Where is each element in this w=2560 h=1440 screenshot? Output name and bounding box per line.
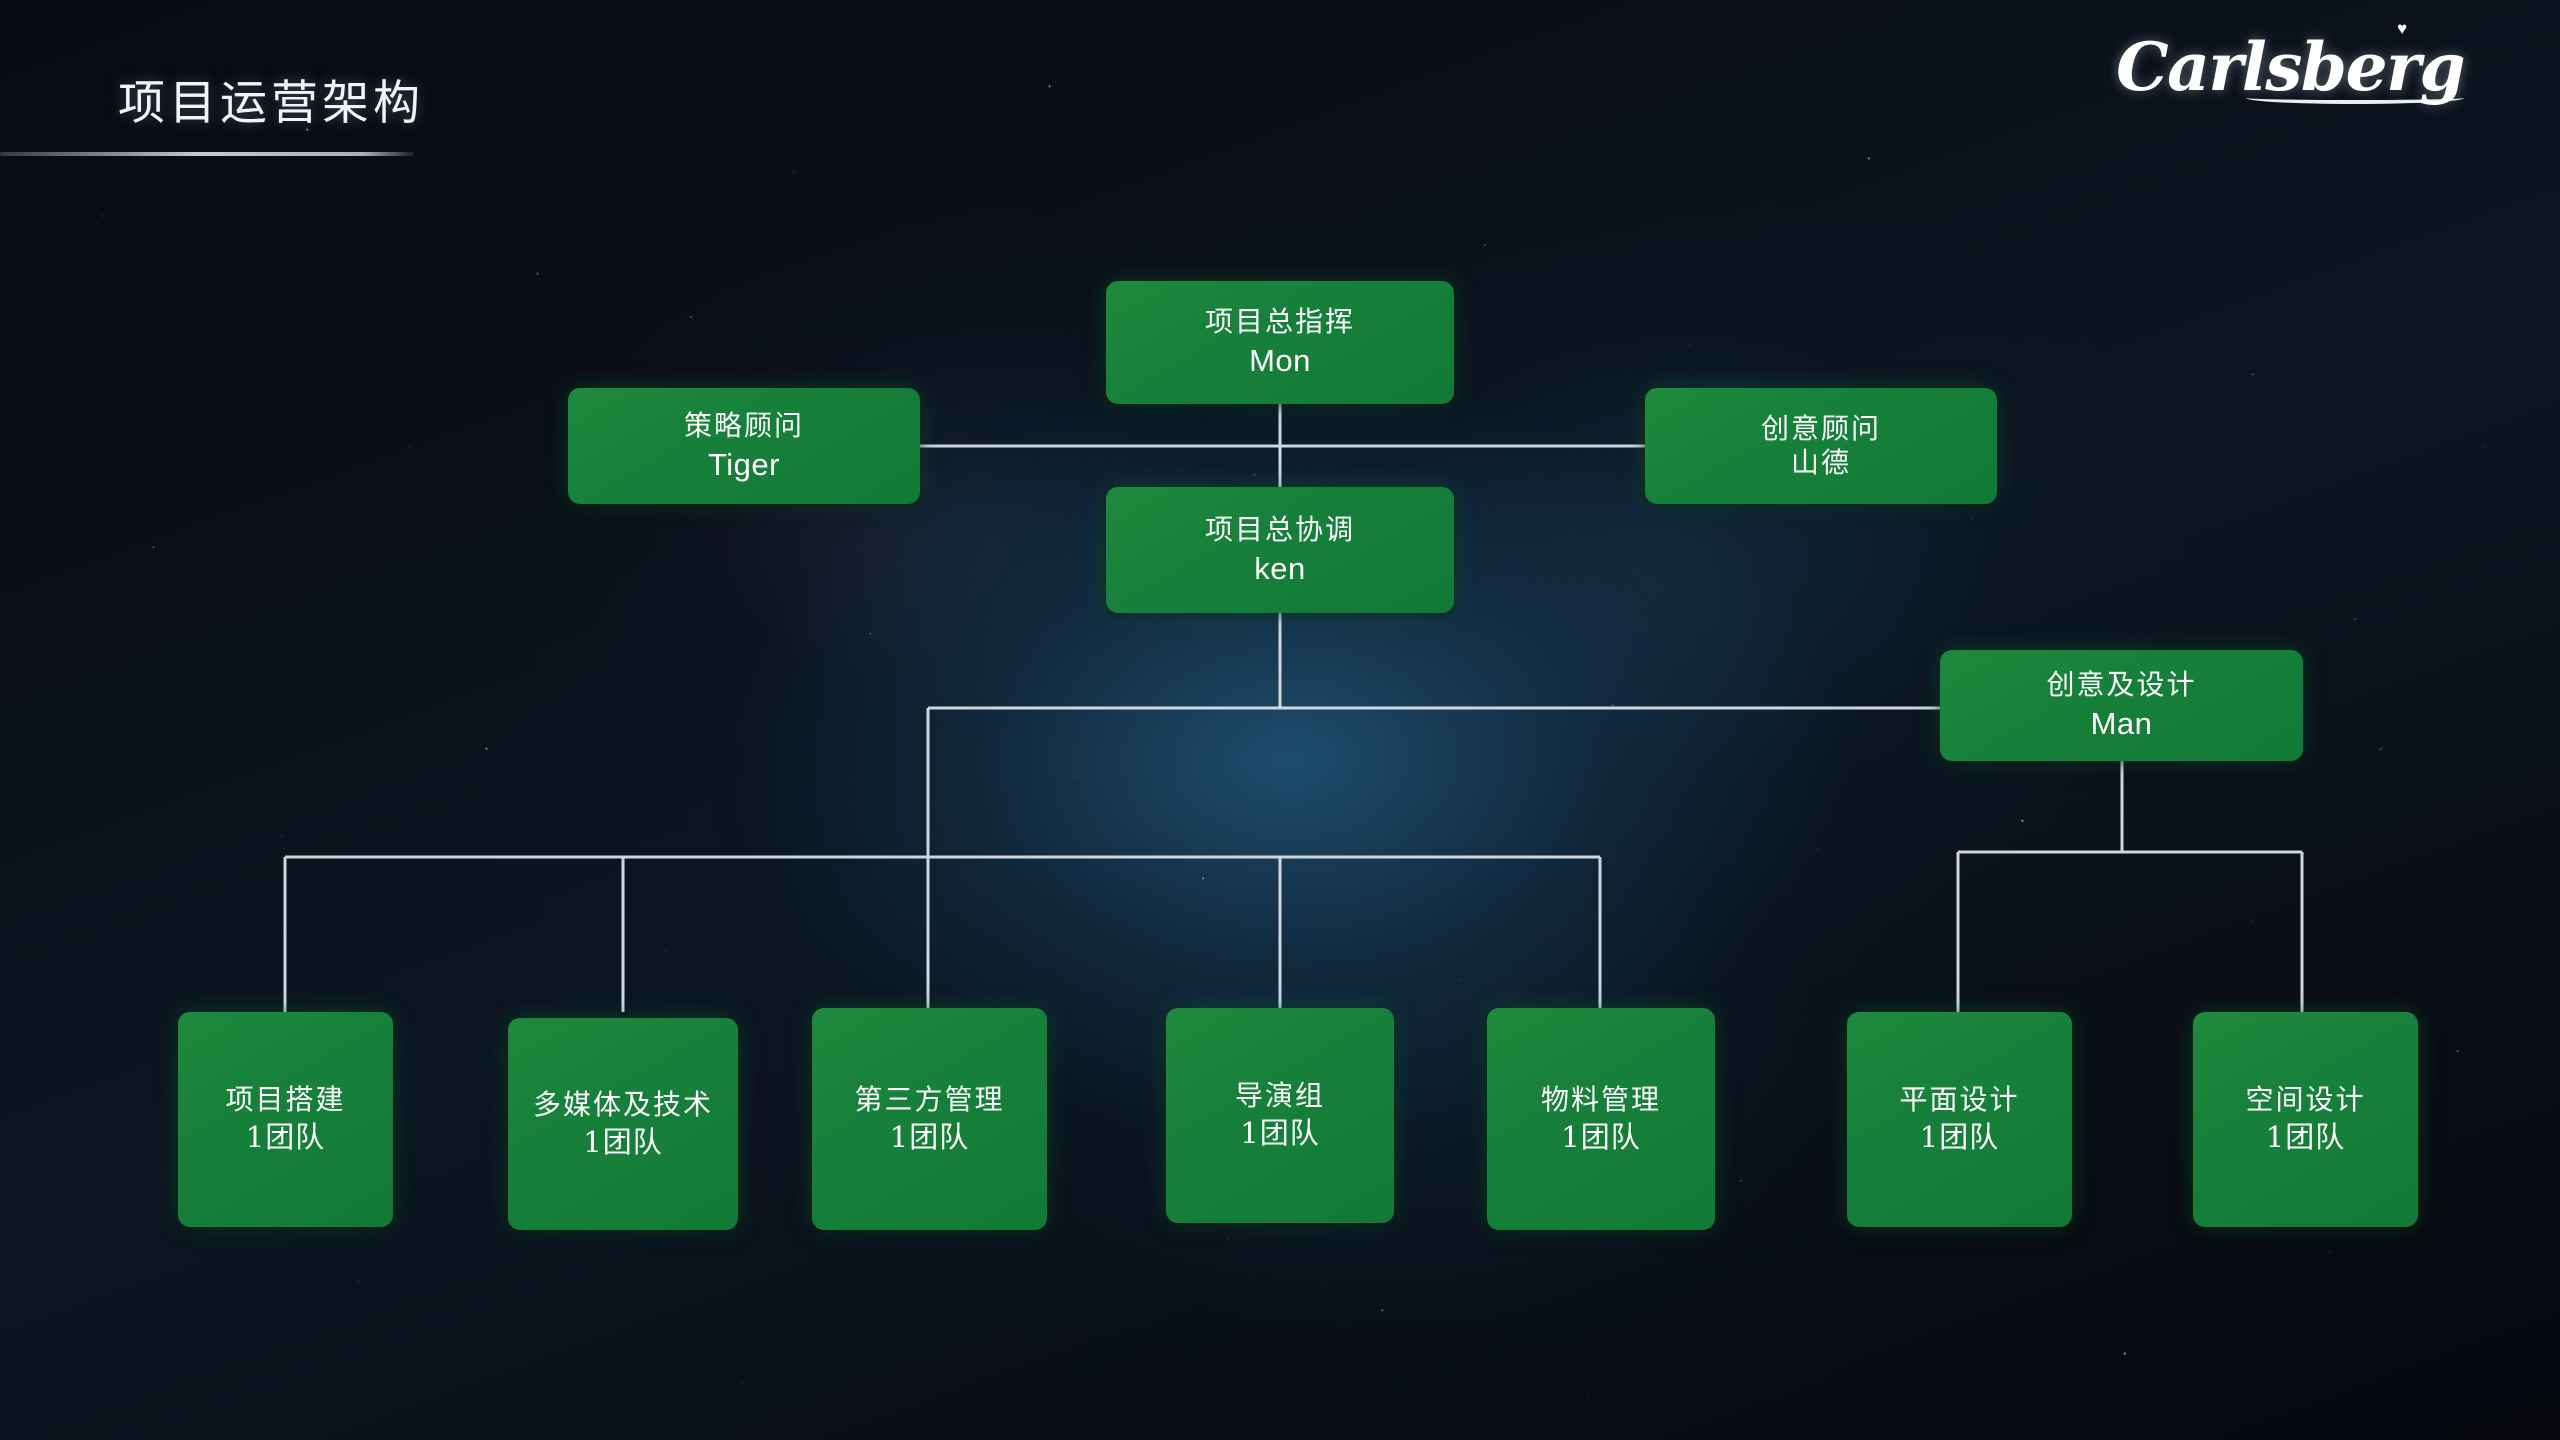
node-ops-team-5[interactable]: 物料管理 1团队 <box>1487 1008 1715 1230</box>
node-commander-person: Mon <box>1249 343 1311 379</box>
node-creative-advisor-role: 创意顾问 <box>1760 411 1881 445</box>
node-coordinator-person: ken <box>1254 550 1306 586</box>
node-creative-design-lead-person: Man <box>2090 706 2153 742</box>
node-design-team-2-person: 1团队 <box>2265 1120 2346 1155</box>
logo-hop-leaf-icon: ♥ <box>2397 19 2408 38</box>
node-design-team-1-person: 1团队 <box>1919 1120 2000 1155</box>
node-ops-team-1-role: 项目搭建 <box>225 1083 346 1117</box>
logo-swash-icon <box>2246 92 2464 104</box>
node-ops-team-4[interactable]: 导演组 1团队 <box>1166 1008 1394 1223</box>
node-ops-team-3[interactable]: 第三方管理 1团队 <box>812 1008 1047 1230</box>
node-strategy-advisor-person: Tiger <box>708 446 780 482</box>
node-ops-team-1[interactable]: 项目搭建 1团队 <box>178 1012 393 1227</box>
node-creative-advisor-person: 山德 <box>1790 446 1851 479</box>
node-design-team-2[interactable]: 空间设计 1团队 <box>2193 1012 2418 1227</box>
node-creative-design-lead-role: 创意及设计 <box>2046 668 2197 702</box>
node-coordinator-role: 项目总协调 <box>1204 512 1355 546</box>
node-strategy-advisor[interactable]: 策略顾问 Tiger <box>568 388 920 504</box>
node-commander-role: 项目总指挥 <box>1204 305 1355 339</box>
node-ops-team-4-role: 导演组 <box>1234 1079 1325 1113</box>
node-strategy-advisor-role: 策略顾问 <box>683 408 804 442</box>
node-ops-team-3-role: 第三方管理 <box>854 1082 1005 1116</box>
node-commander[interactable]: 项目总指挥 Mon <box>1106 281 1454 404</box>
node-design-team-1-role: 平面设计 <box>1899 1083 2020 1117</box>
node-ops-team-5-person: 1团队 <box>1561 1119 1641 1154</box>
page-title: 项目运营架构 <box>118 76 424 131</box>
node-design-team-2-role: 空间设计 <box>2245 1083 2366 1117</box>
node-ops-team-2-person: 1团队 <box>583 1124 663 1159</box>
node-ops-team-2-role: 多媒体及技术 <box>532 1087 713 1121</box>
node-design-team-1[interactable]: 平面设计 1团队 <box>1847 1012 2072 1227</box>
node-ops-team-5-role: 物料管理 <box>1540 1082 1661 1116</box>
title-underline-rule <box>0 152 414 156</box>
node-creative-advisor[interactable]: 创意顾问 山德 <box>1645 388 1997 504</box>
node-coordinator[interactable]: 项目总协调 ken <box>1106 487 1454 613</box>
node-ops-team-2[interactable]: 多媒体及技术 1团队 <box>508 1018 738 1230</box>
node-ops-team-3-person: 1团队 <box>889 1119 970 1154</box>
node-creative-design-lead[interactable]: 创意及设计 Man <box>1940 650 2303 761</box>
node-ops-team-1-person: 1团队 <box>245 1120 326 1155</box>
node-ops-team-4-person: 1团队 <box>1240 1116 1320 1151</box>
